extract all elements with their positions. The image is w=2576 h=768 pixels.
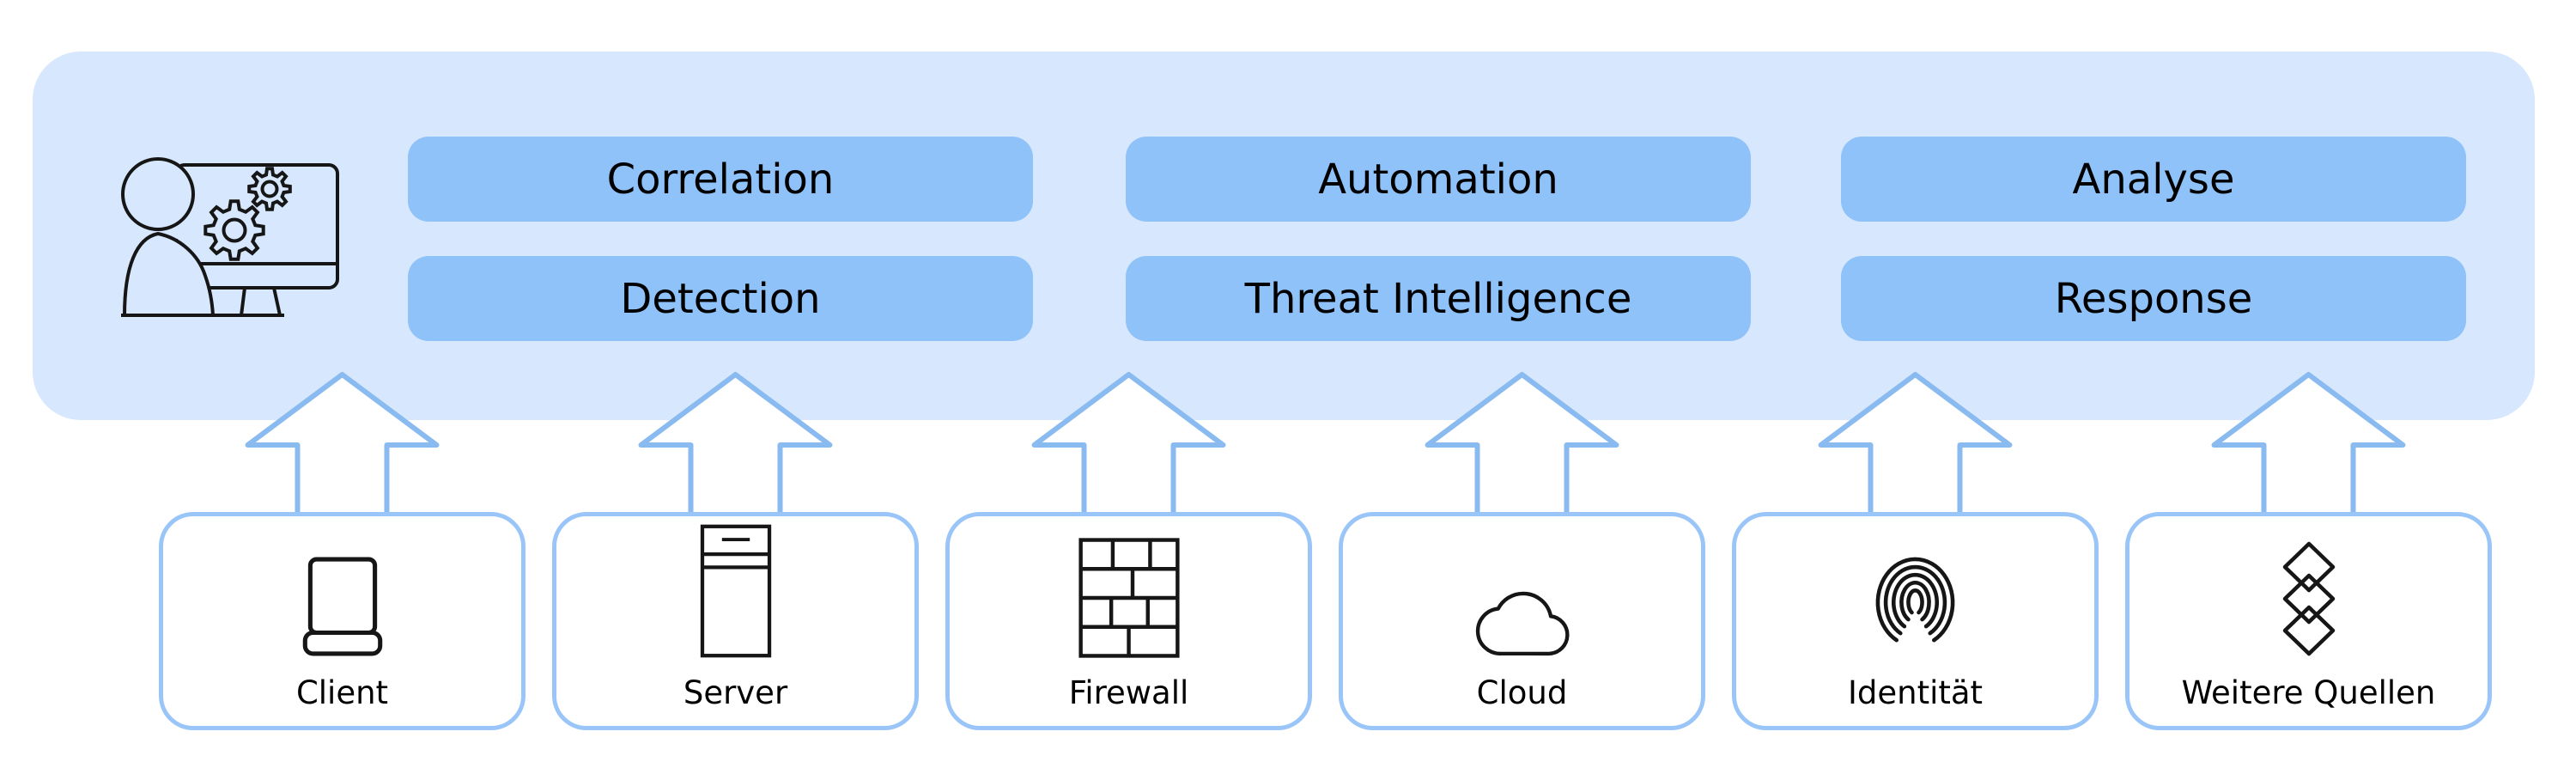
analyst-workstation-icon [121,157,339,317]
source-label: Cloud [1476,674,1568,711]
capability-pill-threat-intelligence: Threat Intelligence [1126,256,1751,341]
layers-icon [2282,541,2335,655]
source-box-other-sources: Weitere Quellen [2125,512,2492,730]
source-box-identity: Identität [1732,512,2099,730]
source-label: Server [683,674,788,711]
cloud-icon [1475,591,1569,655]
capability-label: Detection [620,274,821,323]
source-box-firewall: Firewall [945,512,1312,730]
laptop-icon [302,557,382,656]
siem-platform-panel: Correlation Automation Analyse Detection… [33,52,2535,420]
up-arrow [245,372,440,515]
person-body [122,231,216,317]
monitor-stand [240,287,282,316]
firewall-icon [1078,537,1180,658]
capability-pill-automation: Automation [1126,137,1751,222]
gear-small-icon [247,167,292,211]
person-head [121,157,195,231]
capability-label: Automation [1318,155,1558,204]
server-icon [700,524,771,657]
source-box-server: Server [552,512,919,730]
up-arrow [1425,372,1619,515]
capability-pill-analyse: Analyse [1841,137,2466,222]
capability-label: Response [2054,274,2253,323]
capability-pill-detection: Detection [408,256,1033,341]
up-arrow [2211,372,2406,515]
capability-pill-correlation: Correlation [408,137,1033,222]
source-label: Weitere Quellen [2181,674,2436,711]
source-label: Client [295,674,389,711]
source-box-cloud: Cloud [1339,512,1705,730]
up-arrow [1031,372,1226,515]
source-label: Firewall [1068,674,1189,711]
up-arrow [638,372,833,515]
source-box-client: Client [159,512,526,730]
capability-label: Correlation [606,155,835,204]
capability-pill-response: Response [1841,256,2466,341]
fingerprint-icon [1875,557,1955,643]
gear-large-icon [204,199,265,261]
capability-label: Analyse [2072,155,2235,204]
capability-label: Threat Intelligence [1244,274,1632,323]
up-arrow [1818,372,2013,515]
source-label: Identität [1847,674,1984,711]
